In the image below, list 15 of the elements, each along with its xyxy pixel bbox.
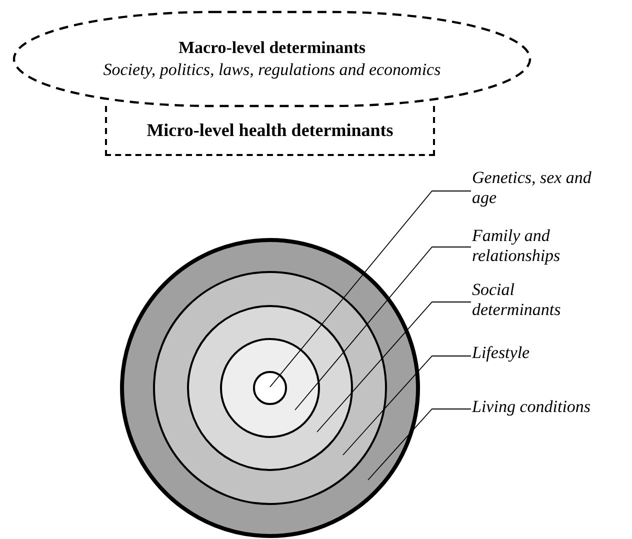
box-title: Micro-level health determinants xyxy=(146,120,394,140)
leader-line xyxy=(368,408,472,480)
leader-line xyxy=(316,302,472,432)
callout-label: Social determinants xyxy=(472,280,562,320)
inner-circle xyxy=(253,371,287,405)
heading: Macro-level determinants xyxy=(178,37,366,59)
leader-line xyxy=(294,246,472,410)
description: Society, politics, laws, regulations and economics xyxy=(103,59,441,81)
callout-label: Living conditions xyxy=(472,397,591,417)
callout-label: Family and relationships xyxy=(472,226,562,266)
callout-label: Genetics, sex and age xyxy=(472,168,592,208)
leader-line xyxy=(342,356,472,456)
callout-label: Lifestyle xyxy=(472,343,530,363)
leader-line xyxy=(270,190,472,388)
dashed-box xyxy=(105,106,435,156)
